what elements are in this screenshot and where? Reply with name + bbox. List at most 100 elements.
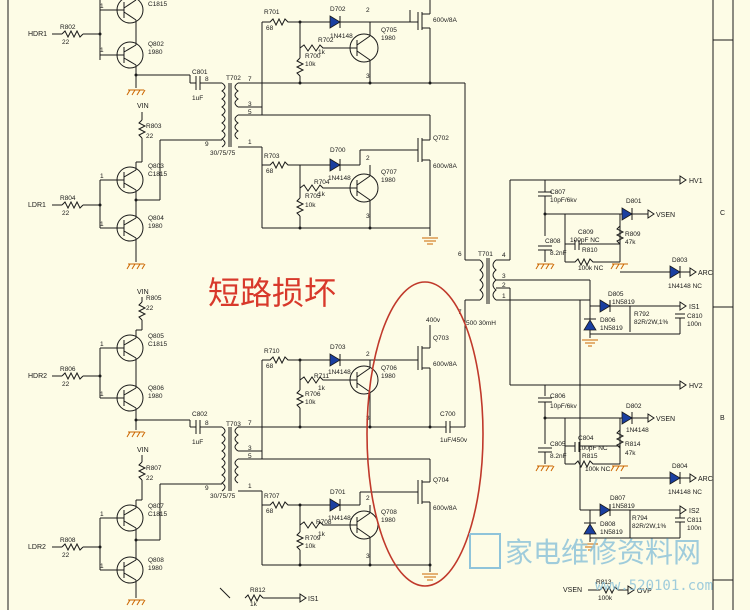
output-is1-b: IS1 <box>308 596 319 603</box>
input-ldr2: LDR2 <box>28 544 46 551</box>
d805-label: D805 <box>608 291 624 298</box>
svg-text:1: 1 <box>248 483 252 490</box>
d808-label: D808 <box>600 521 616 528</box>
t701-label: T701 <box>478 251 493 258</box>
r805-label: R805 <box>146 295 162 302</box>
r704-label: R704 <box>314 179 330 186</box>
svg-text:6: 6 <box>458 251 462 258</box>
diode-d805 <box>599 299 611 313</box>
r814-label: R814 <box>625 441 641 448</box>
q805-label: Q805 <box>148 333 164 340</box>
svg-text:2: 2 <box>366 7 370 14</box>
r813-label: R813 <box>596 579 612 586</box>
svg-text:3: 3 <box>502 273 506 280</box>
c802-label: C802 <box>192 411 208 418</box>
c808-value: 8.2nF <box>550 250 567 257</box>
output-transformer: 6 7 T701 500 30mH 4 3 2 1 <box>458 180 590 385</box>
supply-400v: 400v <box>426 317 441 324</box>
c700-label: C700 <box>440 411 456 418</box>
gate-drive-upper: R701 68 D702 1N4148 R702 1k R700 10k Q70… <box>261 0 466 260</box>
d702-part: 1N4148 <box>330 33 353 40</box>
r711-label: R711 <box>314 373 329 380</box>
r812-value: 1k <box>250 601 258 608</box>
svg-text:4: 4 <box>502 252 506 259</box>
r711-value: 1k <box>318 385 326 392</box>
r810-label: R810 <box>582 247 598 254</box>
svg-text:1: 1 <box>100 47 104 54</box>
r805-value: 22 <box>146 305 154 312</box>
output-hv1: HV1 <box>689 178 703 185</box>
output-section-hv2: HV2 C806 10pF/6kv D802 1N4148 VSEN C805 … <box>510 280 713 602</box>
r700-value: 10k <box>305 61 316 68</box>
q807-label: Q807 <box>148 503 164 510</box>
q803-label: Q803 <box>148 163 164 170</box>
r807-label: R807 <box>146 465 162 472</box>
r703-value: 68 <box>266 168 274 175</box>
q702-part: 600v/8A <box>433 163 458 170</box>
r706-label: R706 <box>305 391 321 398</box>
r806-value: 22 <box>62 381 70 388</box>
c801-value: 1uF <box>192 95 203 102</box>
q802-label: Q802 <box>148 41 164 48</box>
c808-label: C808 <box>545 238 561 245</box>
d802-part: 1N4148 <box>626 427 649 434</box>
input-hdr2: HDR2 <box>28 373 47 380</box>
diode-d807 <box>599 503 611 517</box>
r807-value: 22 <box>146 475 154 482</box>
svg-text:7: 7 <box>248 420 252 427</box>
svg-text:2: 2 <box>366 495 370 502</box>
r802-label: R802 <box>60 24 76 31</box>
r708-label: R708 <box>316 519 332 526</box>
r810-value: 100k NC <box>578 265 604 272</box>
c807-label: C807 <box>550 189 566 196</box>
d804-label: D804 <box>672 463 688 470</box>
ground-symbol <box>126 89 146 96</box>
q803-part: C1815 <box>148 171 168 178</box>
q702-label: Q702 <box>433 135 449 142</box>
r803-value: 22 <box>146 133 154 140</box>
r710-label: R710 <box>264 348 280 355</box>
output-vsen-2: VSEN <box>656 416 675 423</box>
q806-label: Q806 <box>148 385 164 392</box>
r794-value: 82R/2W,1% <box>632 523 667 530</box>
output-is1: IS1 <box>689 304 700 311</box>
q708-label: Q708 <box>381 509 397 516</box>
r704-value: 1k <box>318 191 326 198</box>
r701-label: R701 <box>264 9 280 16</box>
transformer-t701-primary <box>479 259 484 301</box>
t703-ratio: 30/75/75 <box>210 493 236 500</box>
svg-text:8: 8 <box>205 420 209 427</box>
diode-d801 <box>621 207 633 221</box>
diode-d703 <box>329 353 341 367</box>
svg-text:3: 3 <box>366 73 370 80</box>
diode-d808 <box>583 523 597 535</box>
svg-text:5: 5 <box>248 453 252 460</box>
diode-d802 <box>621 411 633 425</box>
output-arc-1: ARC <box>698 270 713 277</box>
q801-part: C1815 <box>148 1 168 8</box>
c805-value: 8.2nF <box>550 453 567 460</box>
watermark-url: www.520101.com <box>595 578 713 594</box>
svg-text:8: 8 <box>205 76 209 83</box>
svg-text:1: 1 <box>248 139 252 146</box>
d703-label: D703 <box>330 344 346 351</box>
d804-part: 1N4148 NC <box>668 489 702 496</box>
q804-label: Q804 <box>148 215 164 222</box>
svg-text:1: 1 <box>100 3 104 10</box>
svg-text:5: 5 <box>248 109 252 116</box>
c804-value: 100pF NC <box>578 445 608 452</box>
q708-part: 1980 <box>381 517 396 524</box>
r806-label: R806 <box>60 366 76 373</box>
svg-text:9: 9 <box>205 485 209 492</box>
svg-text:1: 1 <box>100 391 104 398</box>
c804-label: C804 <box>578 435 594 442</box>
q703-part: 600v/8A <box>433 361 458 368</box>
watermark: 家电维修资料网 www.520101.com <box>469 533 713 594</box>
r808-value: 22 <box>62 552 70 559</box>
r804-value: 22 <box>62 210 70 217</box>
d701-part: 1N4148 <box>328 515 351 522</box>
fault-annotation: 短路损坏 <box>208 274 336 312</box>
d801-label: D801 <box>626 198 642 205</box>
r808-label: R808 <box>60 537 76 544</box>
